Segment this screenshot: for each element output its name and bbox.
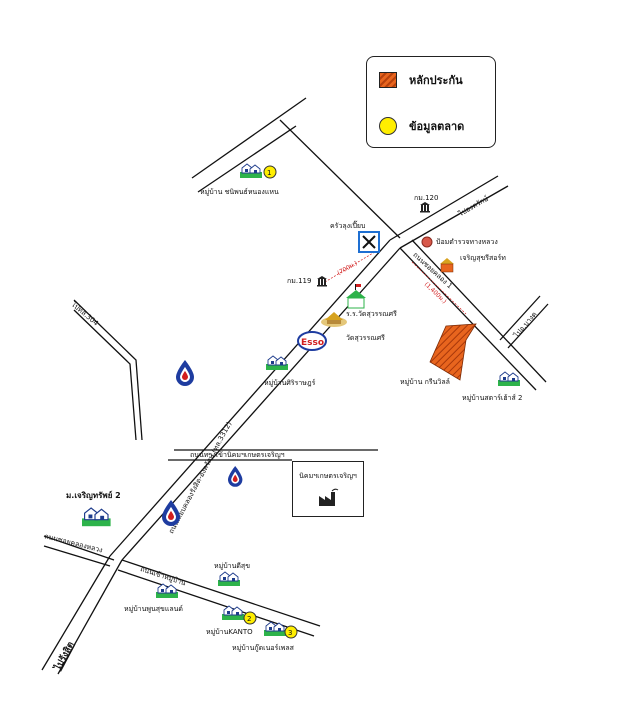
road-right-a (399, 247, 537, 391)
map-legend: หลักประกัน ข้อมูลตลาด (366, 56, 496, 148)
soi-left-b (43, 545, 111, 567)
fuel-station-icon-2 (228, 466, 243, 487)
legend-dot-swatch (379, 117, 397, 135)
legend-market-label: ข้อมูลตลาด (409, 120, 465, 133)
market-point-1-num: 1 (267, 169, 271, 177)
village-icon-1 (239, 163, 263, 179)
temple-icon (321, 312, 347, 327)
market-point-3 (284, 625, 298, 639)
fuel-station-icon-3 (162, 500, 180, 526)
road-onkharak-a (389, 175, 499, 241)
label-police-post: ป้อมตำรวจทางหลวง (436, 238, 498, 246)
market-point-1 (263, 165, 277, 179)
road-spur-a (499, 295, 541, 341)
main-road-a (109, 239, 391, 557)
label-village-green: หมู่บ้าน กรีนวิลล์ (400, 378, 450, 386)
school-icon (346, 284, 366, 309)
market-point-2 (243, 611, 257, 625)
road-top-left-lower (279, 119, 401, 239)
factory-box: นิคมฯเกษตรเจริญฯ (292, 461, 364, 517)
village-road-b (117, 569, 315, 637)
label-km120: กม.120 (414, 194, 438, 202)
main-road-c (41, 555, 111, 671)
label-village-deesuk: หมู่บ้านดีสุข (214, 562, 250, 570)
road-labels: ไปองครักษ์ ไปอ.บางต ถนนเลียบคลองรังสิต-อ… (44, 194, 539, 673)
road-304-a (73, 299, 143, 441)
label-road-304: ไปทล.304 (69, 299, 101, 328)
road-spur-b (507, 303, 549, 349)
label-to-rangsit: ไปรังสิต (51, 639, 77, 673)
label-shop: เจริญสุขรีสอร์ท (460, 254, 506, 262)
label-side-top-right: ไปอ.บางต (511, 309, 539, 339)
label-village-star: หมู่บ้านสตาร์เฮ้าส์ 2 (462, 394, 522, 402)
label-village-sukland: หมู่บ้านพูนสุขแลนด์ (124, 605, 183, 613)
label-village-palace: หมู่บ้านกู๊ดเนอร์เพลส (232, 644, 295, 652)
road-top-left-upper (191, 97, 307, 179)
label-village-siriraj: หมู่บ้านศิริราษฎร์ (264, 379, 316, 387)
market-point-3-num: 3 (288, 629, 292, 637)
legend-hatch-swatch (379, 72, 397, 88)
fuel-station-icon-1 (176, 360, 194, 386)
shop-icon (440, 258, 454, 273)
road-right-b (411, 239, 547, 383)
collateral-property (429, 323, 477, 381)
factory-icon (319, 488, 339, 506)
label-village-mongchai: ม.เจริญทรัพย์ 2 (66, 490, 121, 501)
label-village-kanto: หมู่บ้านKANTO (206, 628, 253, 636)
label-factory-road: ถนนทางเข้านิคมฯเกษตรเจริญฯ (190, 451, 285, 459)
legend-row-collateral: หลักประกัน (379, 71, 463, 89)
village-road-a (121, 559, 321, 627)
label-krua: ครัวลุงเปี๊ยบ (330, 220, 365, 230)
label-soi-left: ถนนซอยคลองหลวง (44, 532, 104, 554)
esso-label: Esso (301, 338, 324, 348)
road-304-b (73, 309, 137, 441)
road-top-left-lower-b (197, 125, 297, 193)
soi-left-a (43, 535, 115, 561)
legend-collateral-label: หลักประกัน (409, 74, 463, 87)
legend-row-market: ข้อมูลตลาด (379, 117, 464, 135)
market-point-2-num: 2 (247, 615, 251, 623)
label-factory: นิคมฯเกษตรเจริญฯ (299, 472, 357, 480)
main-road-d (57, 559, 123, 675)
distance-700: (700ม.) (336, 260, 359, 277)
esso-logo (297, 331, 327, 351)
label-km119: กม.119 (287, 277, 311, 285)
label-school: ร.ร.วัดสุวรรณศรี (346, 310, 397, 318)
label-temple: วัดสุวรรณศรี (346, 334, 385, 342)
km-post-120 (420, 202, 430, 213)
village-icon-mongchai (81, 507, 112, 527)
village-icon-deesuk (217, 571, 241, 587)
road-onkharak-b (399, 185, 509, 249)
village-icon-star (497, 371, 521, 387)
village-icon-palace (263, 621, 287, 637)
km-post-119 (317, 276, 327, 287)
label-village-1: หมู่บ้าน ชนิพนธ์หนองแหน (200, 188, 279, 196)
police-post-icon (421, 236, 433, 248)
